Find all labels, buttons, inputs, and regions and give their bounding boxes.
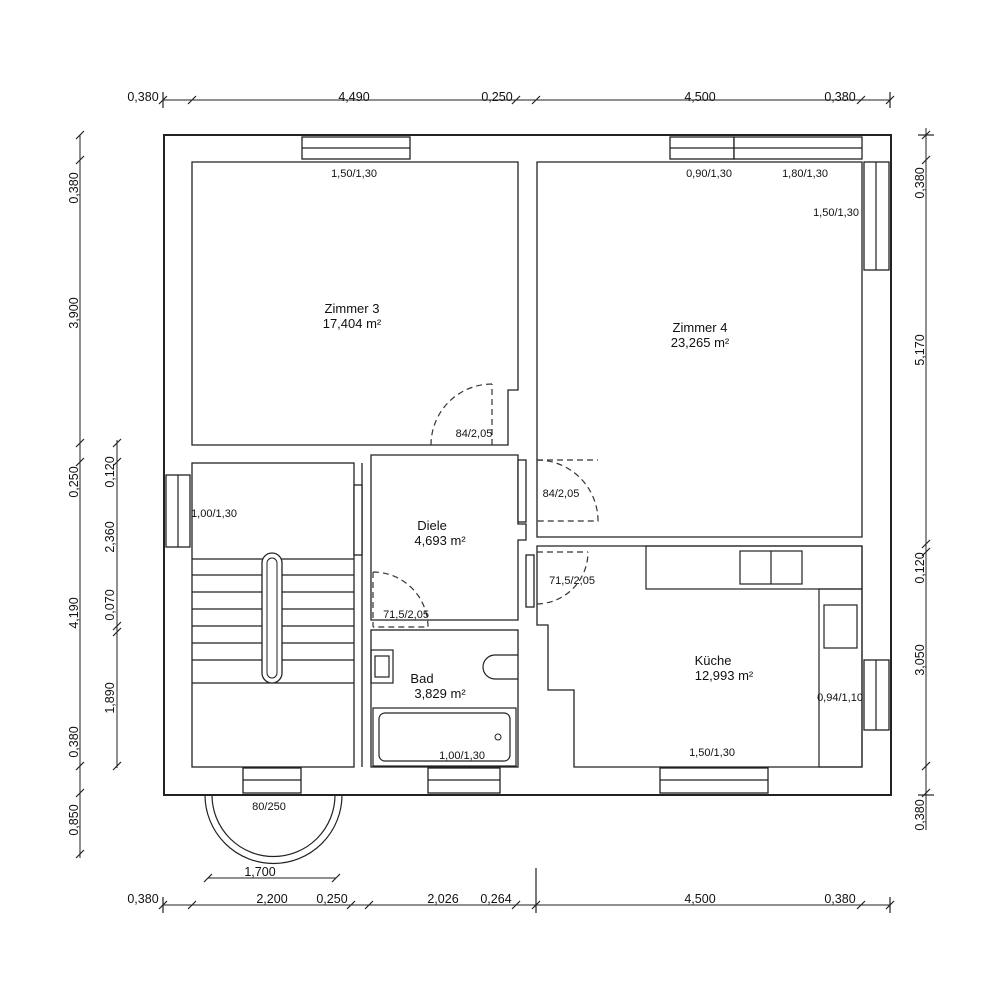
dimension-labels: 0,380 4,490 0,250 4,500 0,380 0,380 2,20… xyxy=(67,90,927,906)
room-name-kueche: Küche xyxy=(695,653,732,668)
room-area-diele: 4,693 m² xyxy=(414,533,466,548)
room-name-diele: Diele xyxy=(417,518,447,533)
label-door-z4: 84/2,05 xyxy=(543,488,580,500)
label-win-z3-top: 1,50/1,30 xyxy=(331,168,377,180)
dim-right-5: 0,380 xyxy=(913,799,927,830)
dim-bottom-2: 2,200 xyxy=(256,892,287,906)
dim-bottom-7: 0,380 xyxy=(824,892,855,906)
dim-left-inner-2: 2,360 xyxy=(103,521,117,552)
dim-left-inner-3: 0,070 xyxy=(103,589,117,620)
dim-bottom-5: 0,264 xyxy=(480,892,511,906)
room-area-zimmer4: 23,265 m² xyxy=(671,335,730,350)
dim-left-2: 3,900 xyxy=(67,297,81,328)
label-door-bad: 71,5/2,05 xyxy=(383,609,429,621)
room-area-kueche: 12,993 m² xyxy=(695,668,754,683)
dim-left-inner-4: 1,890 xyxy=(103,682,117,713)
dim-bottom-6: 4,500 xyxy=(684,892,715,906)
label-entrance: 80/250 xyxy=(252,801,286,813)
label-win-z4-top-a: 0,90/1,30 xyxy=(686,168,732,180)
dim-right-2: 5,170 xyxy=(913,334,927,365)
fixtures xyxy=(370,545,863,768)
label-win-z4-right: 1,50/1,30 xyxy=(813,207,859,219)
walls xyxy=(163,134,892,796)
dim-bottom-entrance: 1,700 xyxy=(244,865,275,879)
room-area-zimmer3: 17,404 m² xyxy=(323,316,382,331)
label-win-z4-top-b: 1,80/1,30 xyxy=(782,168,828,180)
dim-right-3: 0,120 xyxy=(913,552,927,583)
dim-top-4: 4,500 xyxy=(684,90,715,104)
dim-left-inner-1: 0,120 xyxy=(103,456,117,487)
dim-bottom-3: 0,250 xyxy=(316,892,347,906)
label-door-z3: 84/2,05 xyxy=(456,428,493,440)
dim-top-3: 0,250 xyxy=(481,90,512,104)
label-win-kueche-right: 0,94/1,10 xyxy=(817,692,863,704)
opening-labels: 1,50/1,30 0,90/1,30 1,80/1,30 1,50/1,30 … xyxy=(191,168,863,813)
staircase xyxy=(192,552,354,684)
dim-bottom-1: 0,380 xyxy=(127,892,158,906)
dim-left-5: 0,380 xyxy=(67,726,81,757)
dim-top-1: 0,380 xyxy=(127,90,158,104)
dim-left-6: 0,850 xyxy=(67,804,81,835)
dim-bottom-4: 2,026 xyxy=(427,892,458,906)
room-labels: Zimmer 3 17,404 m² Zimmer 4 23,265 m² Di… xyxy=(323,301,754,701)
label-door-kueche: 71,5/2,05 xyxy=(549,575,595,587)
windows xyxy=(165,136,890,794)
room-name-bad: Bad xyxy=(410,671,433,686)
label-win-stair: 1,00/1,30 xyxy=(191,508,237,520)
dim-top-2: 4,490 xyxy=(338,90,369,104)
label-win-bad: 1,00/1,30 xyxy=(439,750,485,762)
room-name-zimmer3: Zimmer 3 xyxy=(325,301,380,316)
dim-right-4: 3,050 xyxy=(913,644,927,675)
dim-right-1: 0,380 xyxy=(913,167,927,198)
room-area-bad: 3,829 m² xyxy=(414,686,466,701)
room-name-zimmer4: Zimmer 4 xyxy=(673,320,728,335)
label-win-kueche-bottom: 1,50/1,30 xyxy=(689,747,735,759)
dim-left-1: 0,380 xyxy=(67,172,81,203)
dim-left-3: 0,250 xyxy=(67,466,81,497)
doors xyxy=(204,383,599,865)
dim-left-4: 4,190 xyxy=(67,597,81,628)
dim-top-5: 0,380 xyxy=(824,90,855,104)
dimension-lines xyxy=(75,92,934,913)
